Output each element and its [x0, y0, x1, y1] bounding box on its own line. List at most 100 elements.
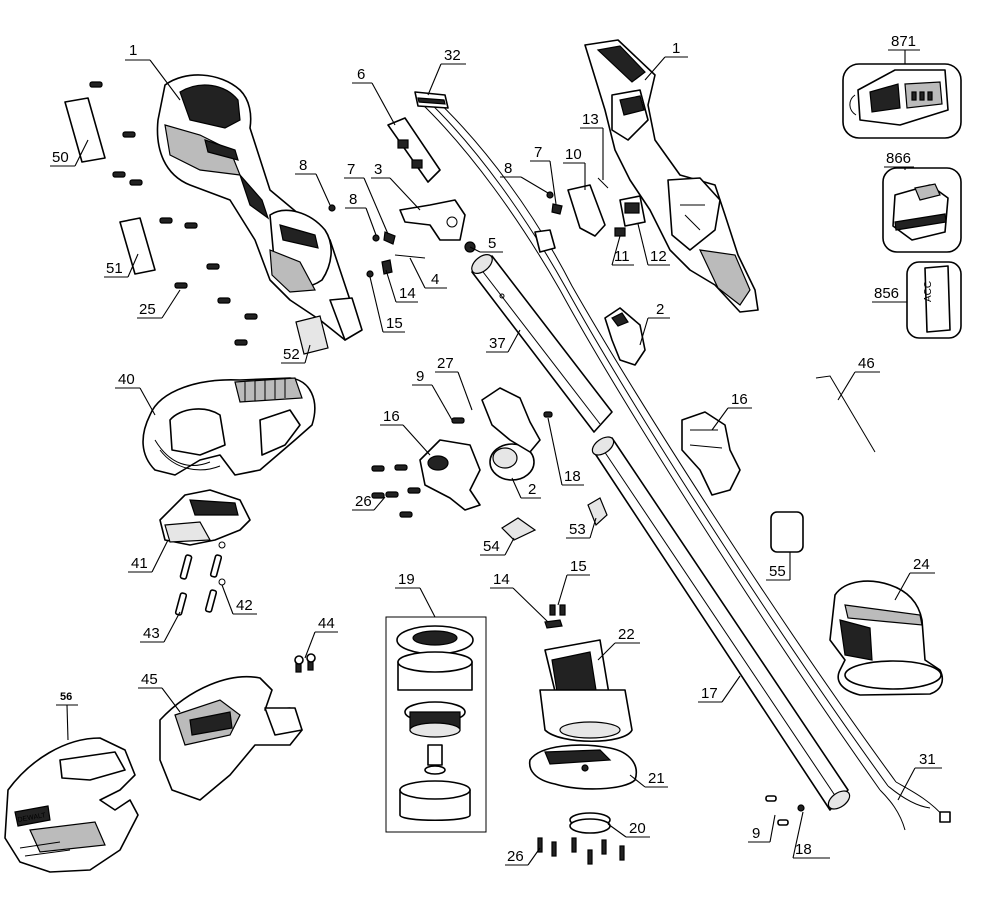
callout-22: 22 [618, 626, 635, 643]
callout-45: 45 [141, 671, 158, 688]
callout-27: 27 [437, 355, 454, 372]
callout-19: 19 [398, 571, 415, 588]
label-part-50 [64, 97, 106, 163]
screws-41-43 [174, 541, 226, 616]
spool-assembly-box-part-19 [385, 616, 487, 833]
callout-866: 866 [886, 150, 911, 167]
callout-15-b: 15 [570, 558, 587, 575]
callout-3: 3 [374, 161, 382, 178]
screws-14-15-motor [544, 604, 566, 629]
label-part-53 [587, 497, 608, 527]
coupler-part-16-right [681, 411, 741, 496]
screws-part-26-bottom [537, 837, 625, 865]
main-housing-right-part-1 [584, 39, 759, 313]
screws-part-44 [294, 653, 316, 673]
callout-labels: 1 1 6 32 50 51 25 52 8 7 3 8 5 4 14 15 3… [52, 33, 936, 865]
callout-7-b: 7 [534, 144, 542, 161]
label-part-52 [295, 315, 329, 355]
callout-10: 10 [565, 146, 582, 163]
callout-26-b: 26 [507, 848, 524, 865]
wire-clip-part-10 [567, 184, 606, 237]
screws-shaft-end [765, 795, 805, 826]
motor-plate-part-21 [528, 744, 637, 790]
lower-shaft-part-17 [591, 436, 851, 811]
handle-clamp-part-41 [159, 489, 251, 546]
guard-brand-text: DEWALT [17, 812, 47, 824]
pin-part-4 [394, 254, 426, 259]
callout-54: 54 [483, 538, 500, 555]
callout-44: 44 [318, 615, 335, 632]
callout-56: 56 [60, 691, 72, 703]
callout-12: 12 [650, 248, 667, 265]
callout-46: 46 [858, 355, 875, 372]
aux-handle-part-40 [142, 377, 316, 476]
callout-6: 6 [357, 66, 365, 83]
clip-part-13 [597, 177, 609, 189]
callout-8-a: 8 [299, 157, 307, 174]
callout-16-a: 16 [383, 408, 400, 425]
callout-871: 871 [891, 33, 916, 50]
spring-part-11 [614, 227, 626, 237]
callout-20: 20 [629, 820, 646, 837]
callout-2-mid: 2 [528, 481, 536, 498]
callout-14-a: 14 [399, 285, 416, 302]
callout-4: 4 [431, 271, 439, 288]
callout-2-top: 2 [656, 301, 664, 318]
acc-tag-part-856: ACC [906, 261, 962, 339]
callout-43: 43 [143, 625, 160, 642]
washer-part-20 [569, 812, 611, 834]
connector-housing-part [534, 229, 556, 253]
callout-31: 31 [919, 751, 936, 768]
charger-part-871 [842, 63, 962, 139]
callout-1-left: 1 [129, 42, 137, 59]
callout-32: 32 [444, 47, 461, 64]
callout-14-b: 14 [493, 571, 510, 588]
callout-21: 21 [648, 770, 665, 787]
clamp-part-27 [481, 387, 541, 453]
hex-key-part-46 [815, 375, 876, 453]
screws-left-group [89, 81, 258, 346]
screws-coupler [371, 411, 553, 518]
connector-part-32 [414, 91, 449, 109]
callout-37: 37 [489, 335, 506, 352]
leader-lines [50, 49, 942, 866]
callout-8-c: 8 [504, 160, 512, 177]
trigger-part-3 [399, 199, 466, 241]
collar-part-2 [489, 443, 535, 481]
head-housing-part-24 [829, 580, 944, 696]
label-part-51 [119, 217, 156, 275]
callout-18-b: 18 [795, 841, 812, 858]
callout-41: 41 [131, 555, 148, 572]
callout-9-a: 9 [416, 368, 424, 385]
small-parts-7-8-14-15 [328, 191, 563, 278]
led-board-part-12 [619, 195, 646, 227]
switch-part-6 [387, 117, 441, 183]
callout-40: 40 [118, 371, 135, 388]
label-part-54 [501, 517, 537, 541]
callout-42: 42 [236, 597, 253, 614]
callout-26-a: 26 [355, 493, 372, 510]
callout-16-b: 16 [731, 391, 748, 408]
guard-part-56: DEWALT [4, 737, 139, 873]
callout-1-right: 1 [672, 40, 680, 57]
coupler-part-16-left [419, 439, 481, 511]
callout-11: 11 [614, 248, 630, 265]
callout-15-a: 15 [386, 315, 403, 332]
callout-8-b: 8 [349, 191, 357, 208]
guard-part-45 [159, 676, 303, 801]
lock-off-part-2-top [604, 307, 646, 366]
callout-50: 50 [52, 149, 69, 166]
callout-13: 13 [582, 111, 599, 128]
callout-24: 24 [913, 556, 930, 573]
callout-51: 51 [106, 260, 123, 277]
label-part-55 [770, 511, 804, 553]
callout-25: 25 [139, 301, 156, 318]
acc-tag-text: ACC [923, 281, 934, 302]
callout-9-b: 9 [752, 825, 760, 842]
callout-55: 55 [769, 563, 786, 580]
wire-harness-part-31 [419, 93, 951, 831]
callout-18-a: 18 [564, 468, 581, 485]
battery-part-866 [882, 167, 962, 253]
